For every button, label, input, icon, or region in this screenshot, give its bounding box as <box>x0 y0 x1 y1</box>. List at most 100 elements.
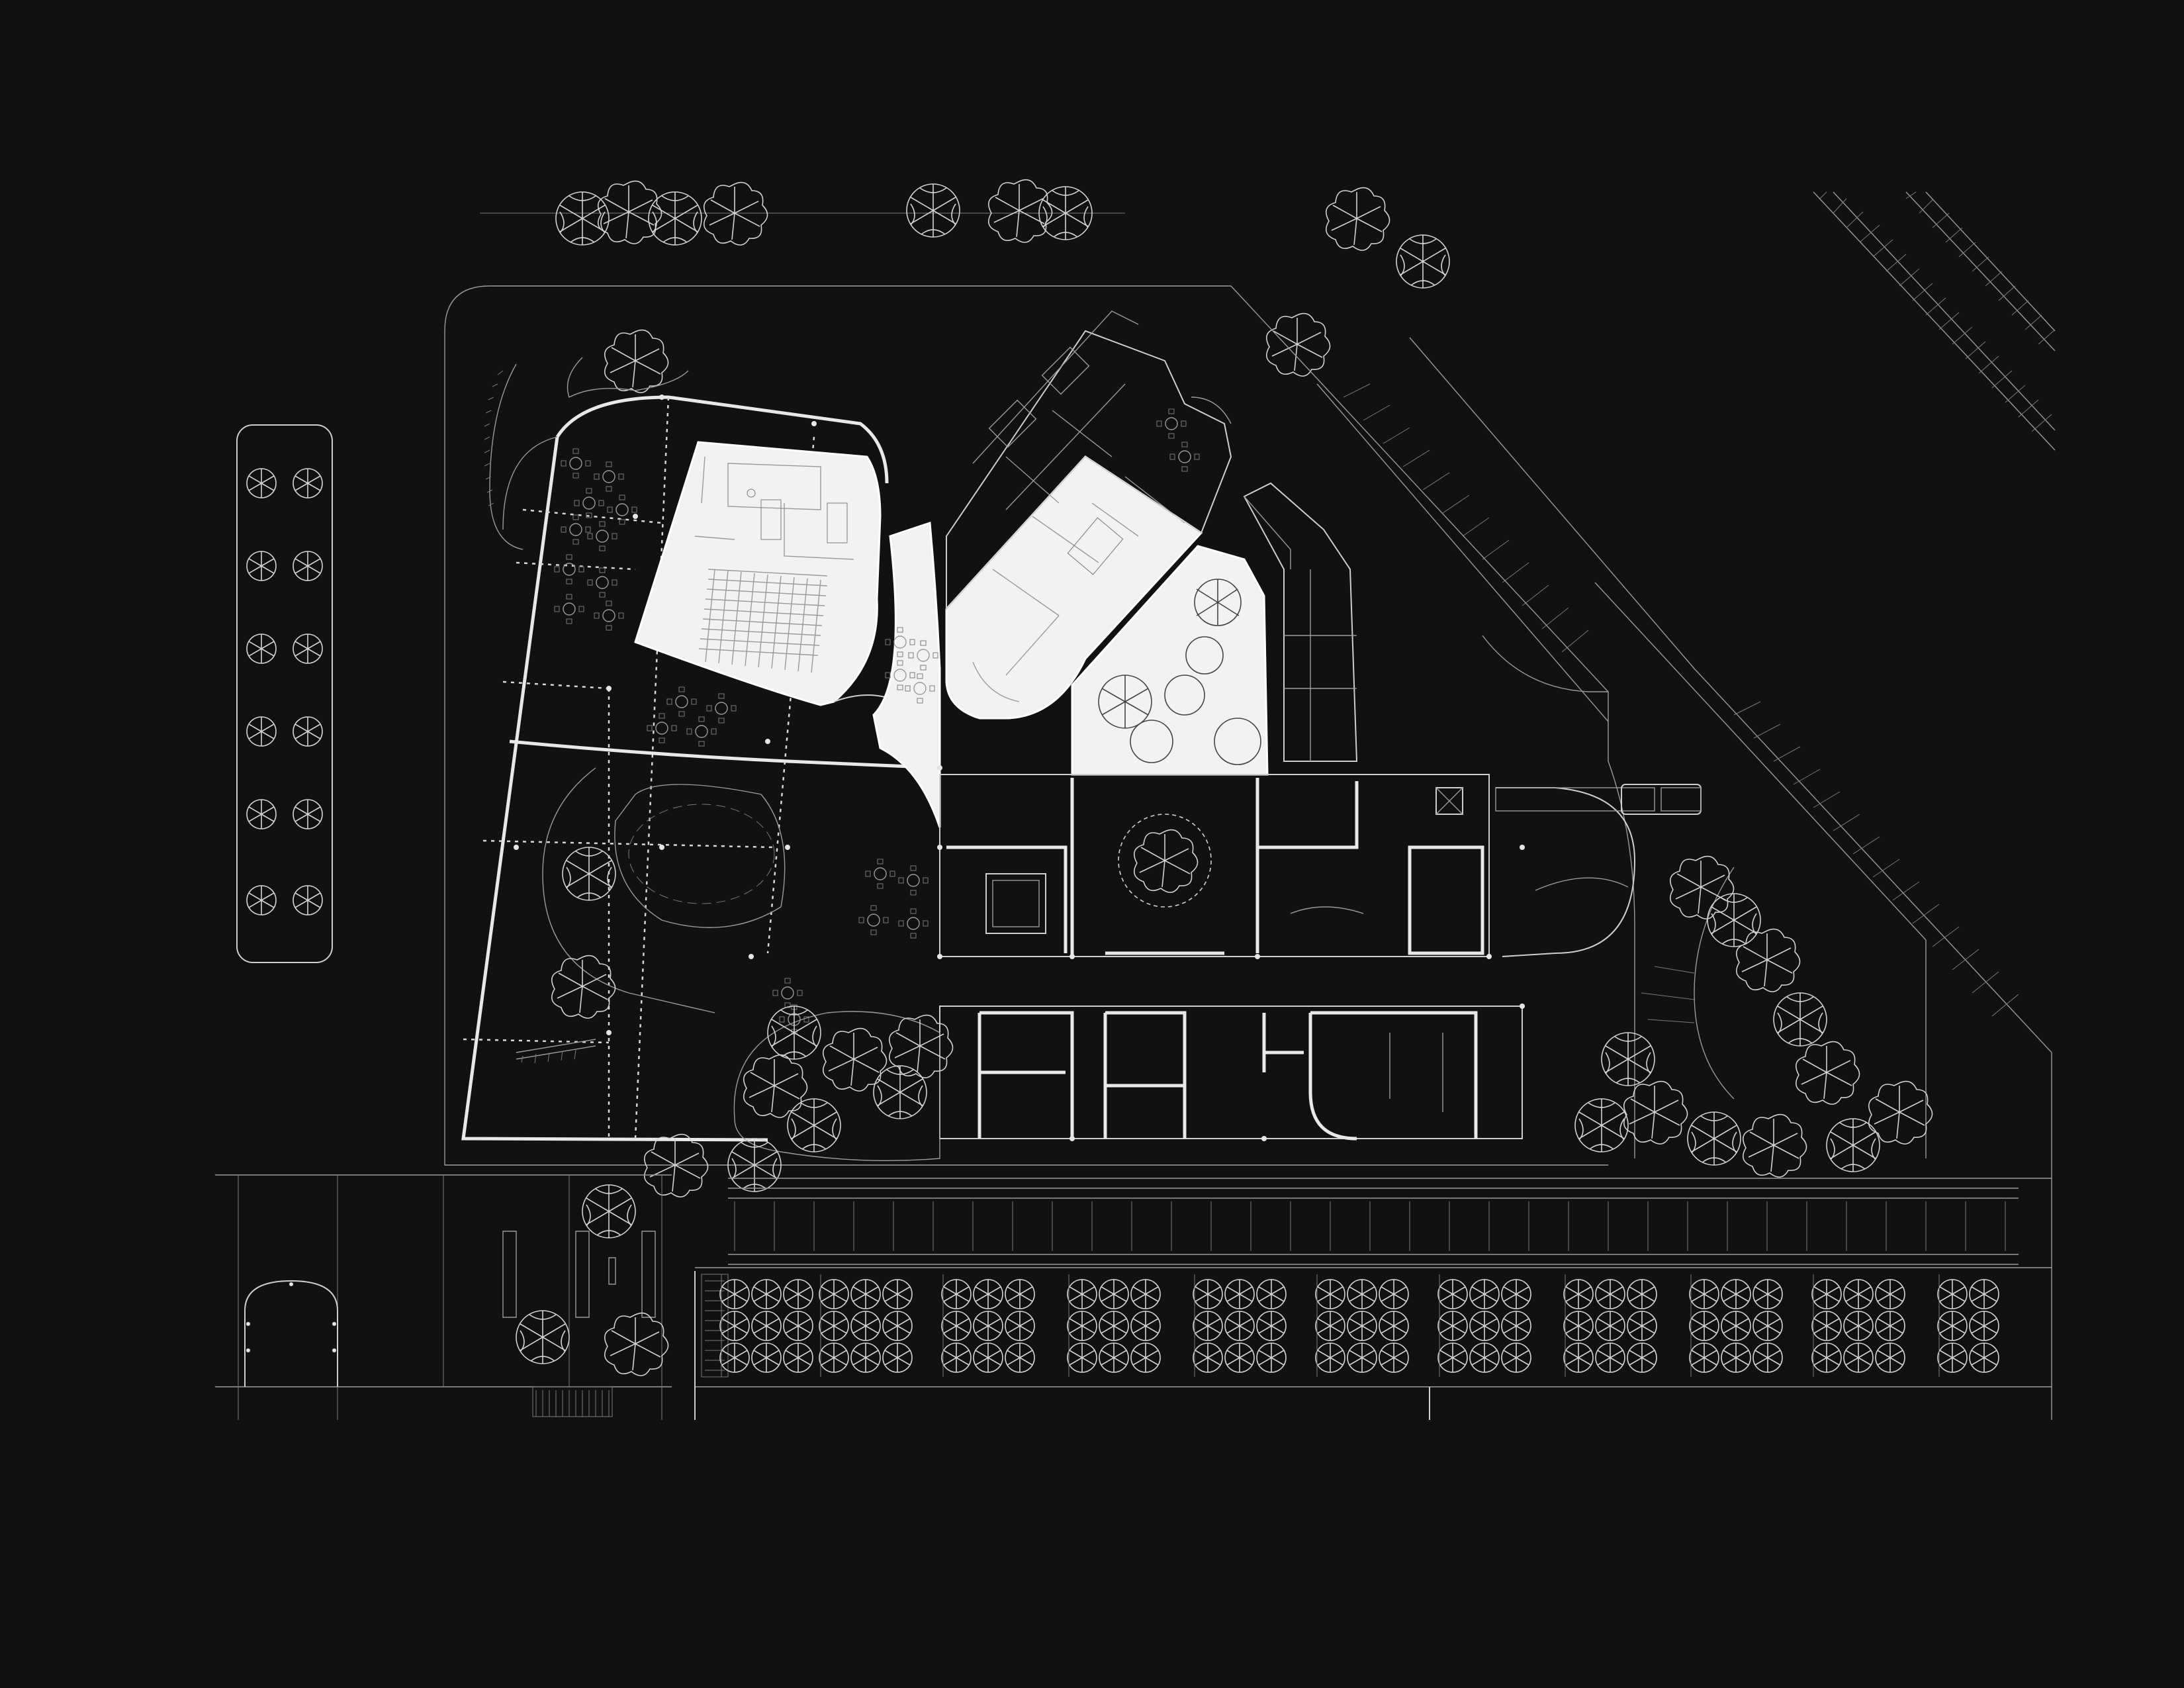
railway-tracks <box>1813 191 2056 451</box>
left-grid-wedge <box>461 329 940 1142</box>
orchard-tree <box>1627 1311 1657 1341</box>
orchard-tree <box>1689 1342 1719 1373</box>
orchard-tree <box>1969 1279 1999 1309</box>
orchard-tree <box>783 1311 813 1341</box>
orchard-tree <box>1256 1279 1287 1309</box>
orchard-tree <box>1437 1342 1468 1373</box>
central-hall <box>939 774 1490 957</box>
orchard-tree <box>850 1311 881 1341</box>
orchard-tree <box>1627 1279 1657 1309</box>
orchard-tree <box>882 1311 913 1341</box>
orchard-tree <box>1130 1342 1161 1373</box>
orchard-tree <box>1843 1342 1874 1373</box>
orchard-tree <box>1969 1342 1999 1373</box>
orchard-tree <box>1193 1279 1223 1309</box>
orchard-tree <box>1437 1311 1468 1341</box>
orchard-tree <box>1563 1342 1594 1373</box>
top-street-trees <box>480 179 1450 377</box>
orchard-tree <box>1379 1311 1409 1341</box>
orchard-tree <box>941 1279 972 1309</box>
bottom-street <box>215 1174 672 1420</box>
orchard-tree <box>1193 1342 1223 1373</box>
orchard-tree <box>1437 1279 1468 1309</box>
orchard-tree <box>973 1311 1003 1341</box>
orchard-tree <box>1595 1342 1625 1373</box>
admin-wing <box>946 310 1358 762</box>
orchard-tree <box>1811 1279 1842 1309</box>
orchard-tree <box>1721 1342 1751 1373</box>
orchard-tree <box>1689 1311 1719 1341</box>
orchard-tree <box>941 1311 972 1341</box>
orchard-tree <box>1627 1342 1657 1373</box>
orchard-tree <box>882 1279 913 1309</box>
orchard-tree <box>751 1311 782 1341</box>
orchard-tree <box>1501 1342 1531 1373</box>
orchard-tree <box>1843 1311 1874 1341</box>
orchard-tree <box>819 1342 849 1373</box>
orchard-tree <box>751 1342 782 1373</box>
orchard-tree <box>1875 1311 1905 1341</box>
orchard-tree <box>1130 1311 1161 1341</box>
orchard-tree <box>1099 1311 1129 1341</box>
orchard-tree <box>1811 1342 1842 1373</box>
structural-columns <box>514 395 1525 1141</box>
orchard-tree <box>1099 1279 1129 1309</box>
auditorium-wing-highlight <box>634 441 934 755</box>
orchard-tree <box>1224 1311 1255 1341</box>
orchard-tree <box>719 1311 750 1341</box>
orchard-tree <box>1067 1342 1097 1373</box>
site-boundary <box>444 285 1635 1166</box>
orchard-tree <box>1315 1311 1345 1341</box>
orchard-tree <box>751 1279 782 1309</box>
bottom-garden <box>643 1006 954 1197</box>
orchard-tree <box>819 1279 849 1309</box>
orchard-tree <box>1379 1342 1409 1373</box>
drop-off-lane <box>1495 784 1702 957</box>
orchard-tree <box>1595 1279 1625 1309</box>
orchard-tree <box>1563 1311 1594 1341</box>
orchard-tree <box>1875 1279 1905 1309</box>
orchard-tree <box>1563 1279 1594 1309</box>
bottom-parking <box>694 1158 2052 1420</box>
orchard-tree <box>1937 1342 1968 1373</box>
orchard-tree <box>783 1342 813 1373</box>
orchard-tree <box>1099 1342 1129 1373</box>
courtyard-garden-highlight <box>1071 545 1269 776</box>
orchard-tree <box>1347 1342 1377 1373</box>
orchard-tree <box>719 1279 750 1309</box>
orchard-tree <box>1005 1311 1035 1341</box>
orchard-tree <box>1721 1279 1751 1309</box>
orchard-tree <box>1379 1279 1409 1309</box>
orchard-tree <box>973 1342 1003 1373</box>
orchard-tree <box>1595 1311 1625 1341</box>
orchard-tree <box>1315 1342 1345 1373</box>
orchard-tree <box>1843 1279 1874 1309</box>
orchard-tree <box>1347 1311 1377 1341</box>
orchard-tree <box>1501 1311 1531 1341</box>
right-garden <box>1574 855 1933 1178</box>
orchard-tree <box>1689 1279 1719 1309</box>
orchard-tree <box>1224 1279 1255 1309</box>
orchard-tree <box>1005 1279 1035 1309</box>
orchard-tree <box>1315 1279 1345 1309</box>
orchard-tree <box>1752 1342 1783 1373</box>
left-tree-strip <box>236 424 333 963</box>
classroom-wing-highlight <box>945 455 1203 720</box>
parking-lot-diagonal <box>1316 337 2052 1158</box>
orchard-tree <box>1937 1311 1968 1341</box>
orchard-tree <box>1347 1279 1377 1309</box>
orchard-tree <box>1969 1311 1999 1341</box>
orchard-tree <box>1469 1311 1500 1341</box>
central-walkway-highlight <box>872 521 941 828</box>
orchard-tree <box>1256 1342 1287 1373</box>
orchard-tree <box>1937 1279 1968 1309</box>
orchard-tree <box>1721 1311 1751 1341</box>
orchard-tree <box>819 1311 849 1341</box>
orchard-tree <box>850 1342 881 1373</box>
orchard-tree <box>1501 1279 1531 1309</box>
orchard-tree <box>719 1342 750 1373</box>
orchard-tree <box>1469 1342 1500 1373</box>
orchard-tree <box>850 1279 881 1309</box>
